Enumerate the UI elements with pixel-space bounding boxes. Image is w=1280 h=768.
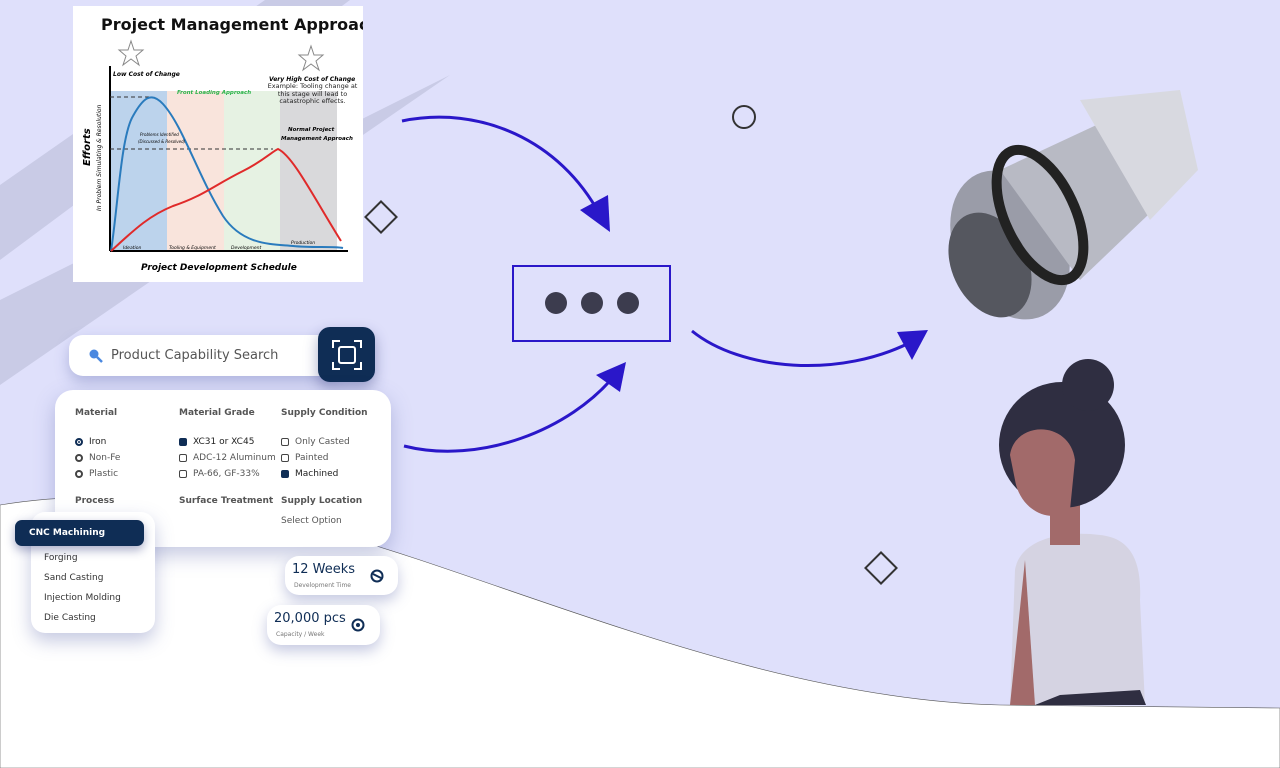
- woman-illustration: [999, 359, 1146, 705]
- supply-machined-checkbox[interactable]: Machined: [281, 466, 368, 482]
- supply-casted-checkbox[interactable]: Only Casted: [281, 434, 368, 450]
- scan-button[interactable]: [318, 327, 375, 382]
- grade-adc12-checkbox[interactable]: ADC-12 Aluminum: [179, 450, 276, 466]
- phase-label: Production: [291, 240, 315, 246]
- supply-location-heading: Supply Location: [281, 496, 363, 506]
- capacity-label: Capacity / Week: [276, 631, 325, 638]
- phase-label: Tooling & Equipment: [169, 245, 216, 251]
- material-iron-radio[interactable]: Iron: [75, 434, 120, 450]
- diamond-decoration: [364, 200, 398, 234]
- front-loading-label: Front Loading Approach: [177, 90, 251, 96]
- phase-label: Development: [231, 245, 262, 251]
- normal-approach-label: Normal Project: [288, 127, 335, 133]
- grade-xc31-checkbox[interactable]: XC31 or XC45: [179, 434, 276, 450]
- material-plastic-radio[interactable]: Plastic: [75, 466, 120, 482]
- low-cost-label: Low Cost of Change: [113, 71, 180, 78]
- process-option-sand-casting[interactable]: Sand Casting: [44, 573, 104, 583]
- y-axis-label: Efforts: [82, 128, 93, 166]
- process-option-forging[interactable]: Forging: [44, 553, 78, 563]
- search-icon: [89, 349, 103, 363]
- normal-approach-label: Management Approach: [281, 136, 353, 142]
- pipe-fitting-image: [948, 90, 1198, 320]
- search-input[interactable]: Product Capability Search: [111, 348, 279, 363]
- supply-location-select[interactable]: Select Option: [281, 516, 342, 526]
- high-cost-label: Very High Cost of Change: [269, 76, 355, 83]
- problems-sub-label: (Discussed & Resolved): [138, 139, 186, 144]
- gear-icon: [351, 618, 365, 632]
- supply-painted-checkbox[interactable]: Painted: [281, 450, 368, 466]
- circle-decoration: [732, 105, 756, 129]
- chart-title: Project Management Approach: [101, 15, 363, 34]
- star-icon: [297, 44, 325, 72]
- scan-icon: [331, 339, 362, 370]
- phase-label: Ideation: [123, 245, 141, 251]
- development-time-value: 12 Weeks: [292, 562, 356, 577]
- diamond-decoration: [864, 551, 898, 585]
- flow-arrows: [401, 115, 916, 453]
- problems-label: Problems Identified: [140, 132, 179, 137]
- process-heading: Process: [75, 496, 115, 506]
- material-heading: Material: [75, 408, 118, 418]
- grade-pa66-checkbox[interactable]: PA-66, GF-33%: [179, 466, 276, 482]
- process-selected-cnc-machining[interactable]: CNC Machining: [15, 520, 144, 546]
- project-management-chart-image: Project Management Approach Low Cost of …: [73, 6, 380, 282]
- ellipsis-icon: [545, 292, 639, 314]
- material-grade-heading: Material Grade: [179, 408, 255, 418]
- product-capability-search[interactable]: Product Capability Search: [69, 335, 339, 376]
- processing-box: [512, 265, 671, 342]
- star-icon: [117, 39, 145, 67]
- timer-icon: [370, 569, 384, 583]
- development-time-label: Development Time: [294, 582, 351, 589]
- y-axis-sublabel: In Problem Simulating & Resolution: [96, 104, 103, 211]
- surface-treatment-heading: Surface Treatment: [179, 496, 274, 506]
- material-nonfe-radio[interactable]: Non-Fe: [75, 450, 120, 466]
- supply-condition-heading: Supply Condition: [281, 408, 368, 418]
- process-option-die-casting[interactable]: Die Casting: [44, 613, 96, 623]
- process-option-injection-molding[interactable]: Injection Molding: [44, 593, 121, 603]
- capacity-value: 20,000 pcs: [274, 611, 346, 626]
- x-axis-label: Project Development Schedule: [141, 263, 297, 273]
- high-cost-note: Example: Tooling change at this stage wi…: [267, 83, 358, 105]
